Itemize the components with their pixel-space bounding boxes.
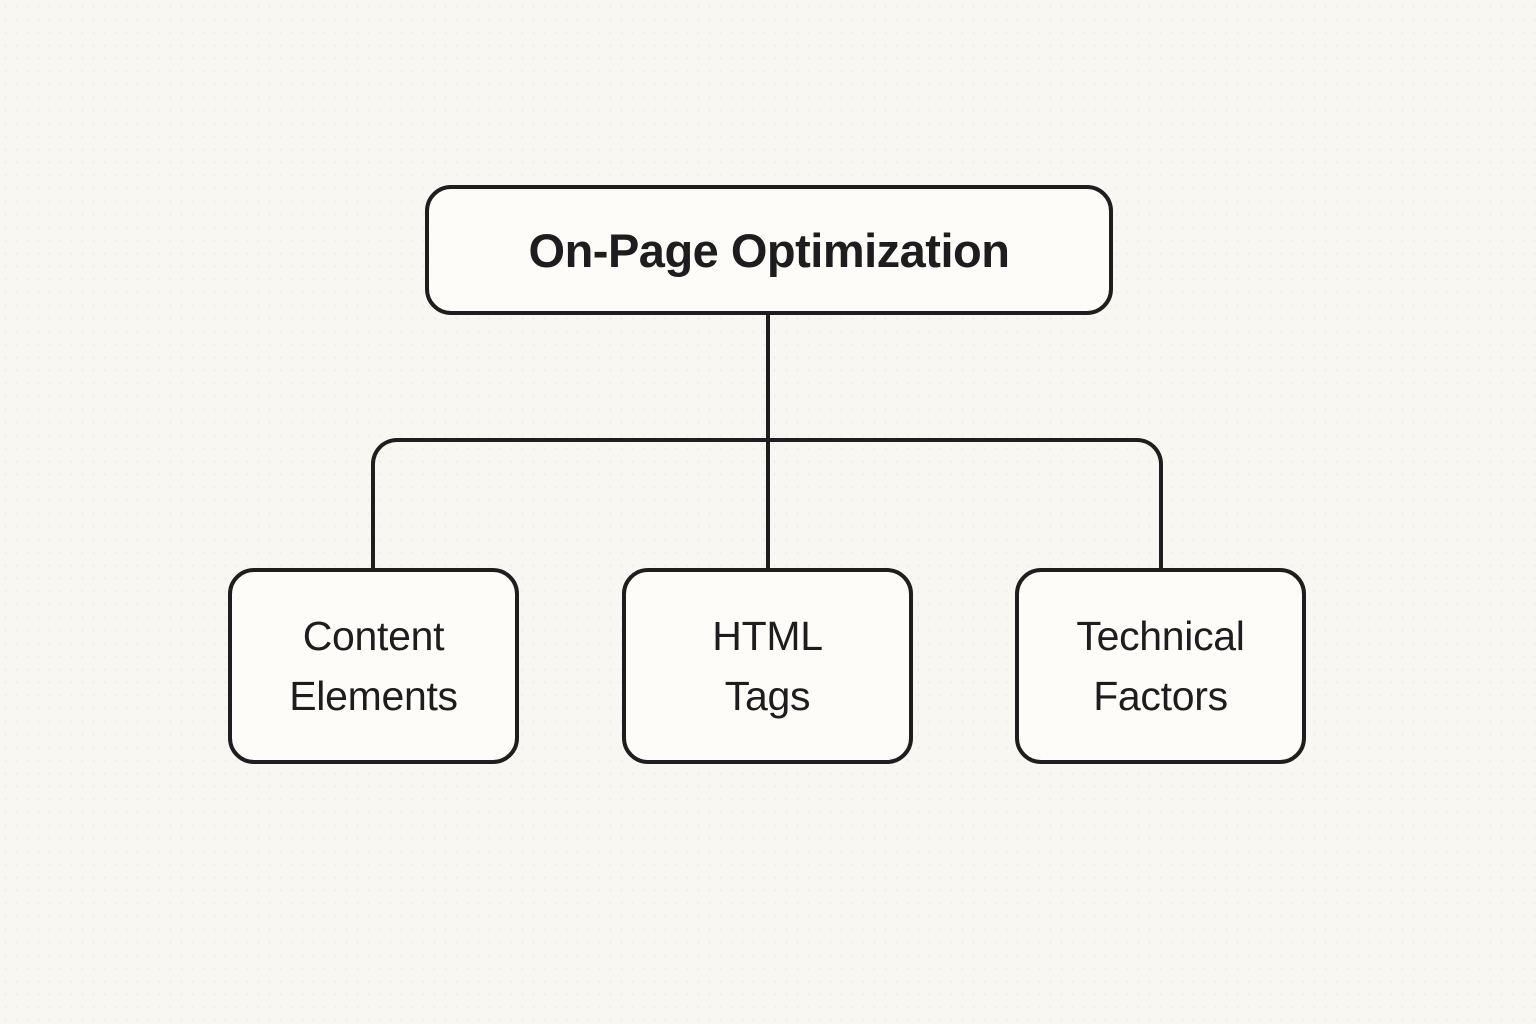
node-html-tags: HTML Tags: [622, 568, 913, 764]
node-technical-factors: Technical Factors: [1015, 568, 1306, 764]
connector-branch-bracket: [371, 438, 1163, 570]
node-on-page-optimization-label: On-Page Optimization: [528, 223, 1010, 277]
node-content-elements-line-2: Elements: [289, 673, 458, 719]
connector-trunk: [766, 313, 770, 572]
node-content-elements: Content Elements: [228, 568, 519, 764]
node-technical-factors-line-1: Technical: [1076, 613, 1245, 659]
node-technical-factors-line-2: Factors: [1093, 673, 1228, 719]
node-content-elements-label: Content Elements: [289, 606, 458, 726]
node-html-tags-line-2: Tags: [724, 673, 811, 719]
node-html-tags-line-1: HTML: [712, 613, 823, 659]
node-on-page-optimization: On-Page Optimization: [425, 185, 1113, 315]
node-technical-factors-label: Technical Factors: [1076, 606, 1245, 726]
node-html-tags-label: HTML Tags: [712, 606, 823, 726]
node-content-elements-line-1: Content: [302, 613, 445, 659]
